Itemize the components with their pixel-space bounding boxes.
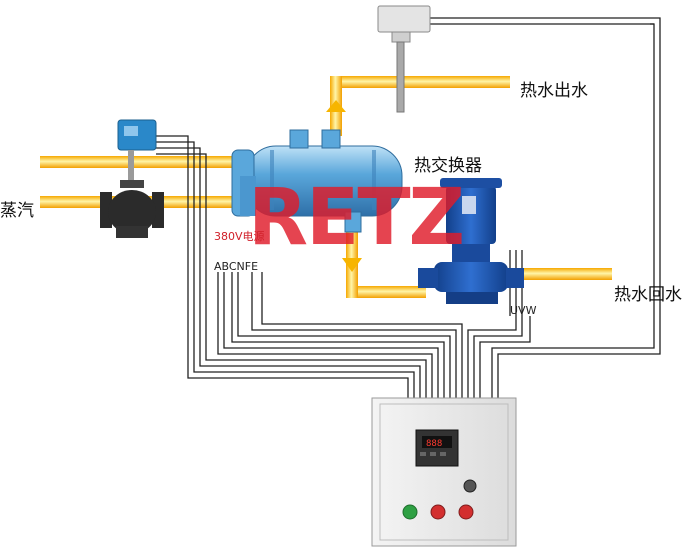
panel-display: 888 — [426, 439, 442, 449]
temperature-sensor — [377, 5, 431, 113]
start-button[interactable] — [402, 504, 418, 520]
control-panel: 888 — [371, 397, 517, 547]
stop-button[interactable] — [430, 504, 446, 520]
heat-exchanger-label: 热交换器 — [414, 156, 482, 176]
heat-exchanger — [231, 129, 403, 233]
terminal-uvw-label: UVW — [510, 304, 537, 317]
circulation-pump — [418, 178, 524, 304]
hot-water-return-label: 热水回水 — [614, 285, 682, 305]
svg-text:RETZ: RETZ — [248, 173, 463, 263]
steam-control-valve — [100, 119, 164, 238]
terminal-abc-label: ABCNFE — [214, 260, 259, 273]
steam-label: 蒸汽 — [0, 201, 34, 221]
hot-water-return-pipe — [342, 228, 612, 298]
selector-switch-icon[interactable] — [463, 479, 477, 493]
hot-water-out-label: 热水出水 — [520, 81, 588, 101]
power-source-label: 380V电源 — [214, 230, 265, 243]
steam-pipe-upper — [40, 156, 240, 168]
watermark: RETZ — [248, 173, 465, 263]
emergency-stop-button[interactable] — [458, 504, 474, 520]
hot-water-out-pipe — [326, 76, 510, 136]
